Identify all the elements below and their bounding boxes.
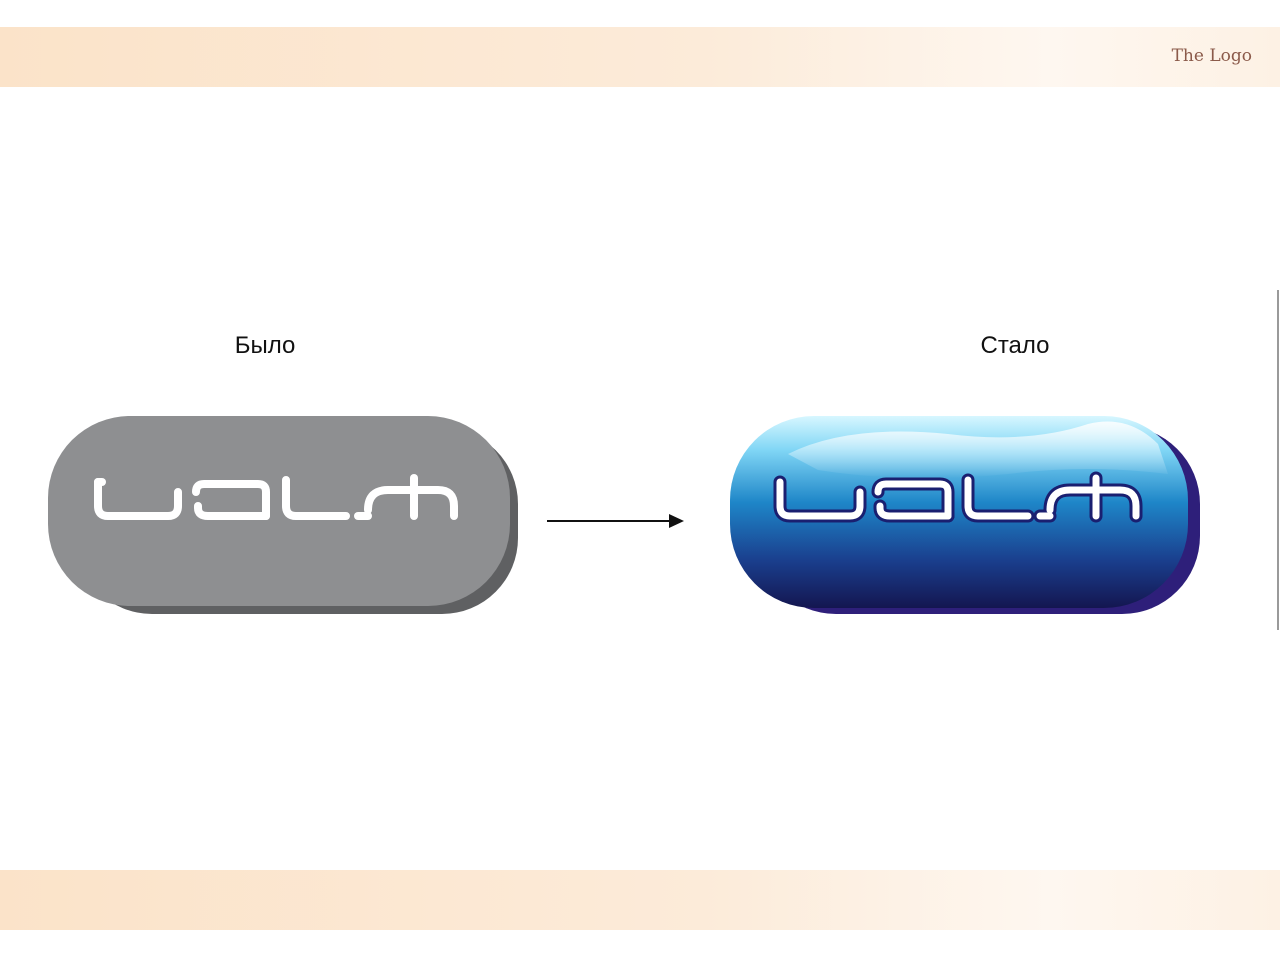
old-logo-body xyxy=(48,416,510,606)
after-label: Стало xyxy=(980,332,1050,359)
right-arrow-icon xyxy=(547,514,684,528)
new-logo xyxy=(728,414,1204,620)
old-logo xyxy=(46,414,522,620)
edge-divider xyxy=(1277,290,1279,630)
header-band xyxy=(0,27,1280,87)
slide-title: The Logo xyxy=(1171,46,1252,66)
new-logo-graphic xyxy=(730,416,1200,614)
ualt-wordmark-blue-icon xyxy=(773,471,1143,523)
ualt-wordmark-icon xyxy=(94,474,458,520)
new-logo-gloss xyxy=(788,421,1168,479)
old-logo-graphic xyxy=(48,416,518,614)
before-label: Было xyxy=(234,332,296,359)
footer-band xyxy=(0,870,1280,930)
